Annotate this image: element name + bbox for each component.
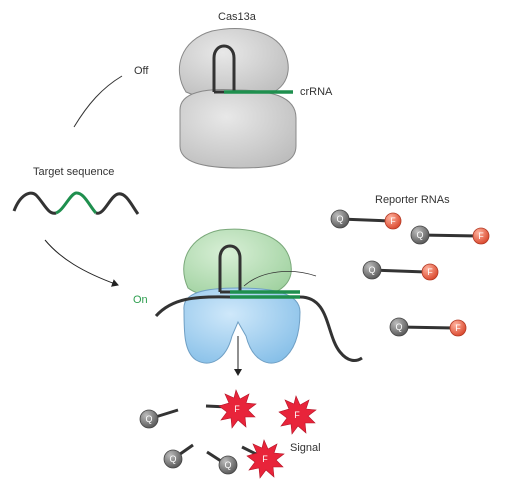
off-label: Off (134, 65, 149, 77)
quencher-letter: Q (368, 265, 375, 275)
reporter-rna: Q F (330, 209, 402, 230)
quencher-ball (389, 317, 409, 337)
inactive-bottom-lobe (179, 89, 297, 169)
quencher-letter: Q (145, 414, 152, 424)
fluorophore-letter: F (427, 267, 433, 277)
off-curve (73, 75, 123, 128)
fluorescent-burst: F (278, 395, 317, 435)
quencher-letter: Q (416, 230, 423, 240)
fluorophore-letter: F (455, 323, 461, 333)
crRNA-hairpin-off (212, 44, 236, 92)
reporter-linker (419, 233, 479, 238)
active-cas13a (154, 228, 363, 364)
reporters-label: Reporter RNAs (375, 194, 450, 206)
target-wave-right (95, 192, 140, 215)
fluorophore-ball (384, 212, 402, 230)
fluorophore-letter: F (294, 410, 300, 420)
fluorescent-burst: F (241, 439, 285, 479)
quencher-ball (330, 209, 350, 229)
target-rna-bound (154, 295, 363, 362)
signal-label: Signal (290, 442, 321, 454)
target-wave-matched (55, 191, 98, 215)
crRNA-hairpin-on (218, 244, 242, 292)
fluorophore-letter: F (478, 231, 484, 241)
cleaved-quencher-fragment: Q (139, 408, 179, 429)
inactive-cas13a (178, 28, 297, 169)
reporter-rna: Q F (389, 317, 467, 337)
cleaved-quencher-fragment: Q (163, 443, 194, 469)
reporter-rna: Q F (362, 260, 439, 281)
fluorophore-ball (449, 319, 467, 337)
quencher-ball (362, 260, 382, 280)
quencher-letter: Q (224, 460, 231, 470)
fluorophore-letter: F (234, 404, 240, 414)
quencher-ball (410, 225, 430, 245)
fluorophore-letter: F (390, 216, 396, 226)
fluorophore-ball (472, 227, 490, 245)
reporter-rna: Q F (410, 225, 490, 245)
cleaved-quencher-fragment: Q (206, 450, 238, 475)
quencher-letter: Q (169, 454, 176, 464)
target-wave-left (12, 191, 57, 215)
on-label: On (133, 294, 148, 306)
active-bottom-lobe (183, 287, 301, 364)
active-top-lobe (183, 228, 292, 298)
fluorescent-burst: F (205, 389, 257, 429)
crRNA-label: crRNA (300, 86, 333, 98)
activation-arrow (44, 239, 119, 287)
fluorophore-ball (421, 263, 439, 281)
fluorophore-letter: F (262, 454, 268, 464)
quencher-letter: Q (395, 322, 402, 332)
reporter-approach-curve (243, 271, 317, 287)
quencher-letter: Q (336, 214, 343, 224)
target-label: Target sequence (33, 166, 114, 178)
protein-label: Cas13a (218, 11, 257, 23)
